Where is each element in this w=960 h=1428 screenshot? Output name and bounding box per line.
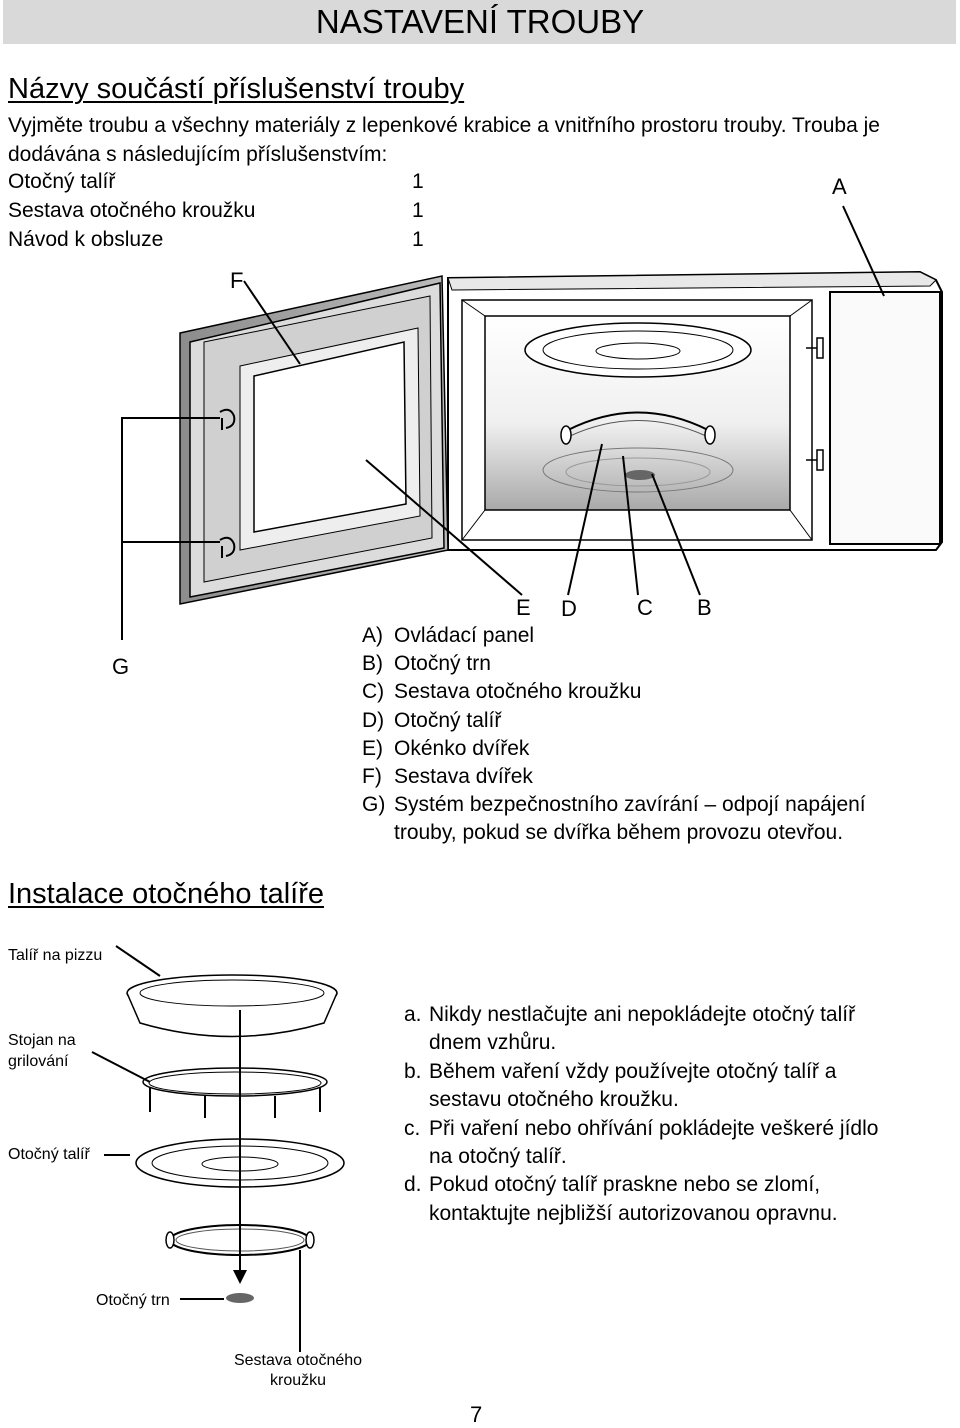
accessory-row: Otočný talíř 1: [0, 167, 500, 196]
label-spindle: Otočný trn: [96, 1292, 170, 1309]
turntable-leader-lines: [91, 945, 301, 1352]
note-text: na otočný talíř.: [429, 1145, 567, 1169]
diagram-label-a: A: [832, 174, 847, 199]
legend-text: Systém bezpečnostního zavírání – odpojí …: [394, 793, 866, 817]
note-item: b. Během vaření vždy používejte otočný ta…: [404, 1058, 878, 1086]
label-pizza-plate: Talíř na pizzu: [8, 947, 103, 964]
section-heading-turntable: Instalace otočného talíře: [8, 878, 324, 910]
legend-text: Sestava otočného kroužku: [394, 680, 642, 704]
note-text: dnem vzhůru.: [429, 1031, 557, 1055]
door-hooks: [219, 408, 236, 558]
assembly-arrow: [233, 1010, 247, 1284]
note-key: c.: [404, 1116, 421, 1140]
turntable-notes: a. Nikdy nestlačujte ani nepokládejte oto…: [404, 1001, 878, 1228]
note-text: Při vaření nebo ohřívání pokládejte vešk…: [429, 1116, 879, 1140]
legend-key: C): [362, 680, 385, 704]
note-text: kontaktujte nejbližší autorizovanou opra…: [429, 1201, 838, 1225]
label-grill-stand-line1: Stojan na: [8, 1032, 76, 1049]
legend-item: E) Okénko dvířek: [362, 735, 866, 763]
diagram-label-d: D: [561, 596, 577, 621]
spindle: [226, 1293, 254, 1303]
intro-line-1: Vyjměte troubu a všechny materiály z lep…: [8, 114, 880, 137]
legend-key: G): [362, 793, 386, 817]
note-item-continuation: kontaktujte nejbližší autorizovanou opra…: [404, 1200, 878, 1228]
parts-legend: A) Ovládací panel B) Otočný trn C) Sestava …: [362, 622, 866, 848]
legend-item: C) Sestava otočného kroužku: [362, 678, 866, 706]
legend-key: F): [362, 765, 382, 789]
legend-text: Ovládací panel: [394, 624, 535, 647]
accessory-qty: 1: [412, 228, 424, 251]
cavity-floor: [542, 447, 734, 493]
diagram-label-f: F: [230, 268, 244, 293]
control-panel: [829, 291, 941, 545]
diagram-label-b: B: [697, 595, 712, 620]
note-item: d. Pokud otočný talíř praskne nebo se zlo…: [404, 1171, 878, 1199]
diagram-label-c: C: [637, 595, 653, 620]
label-grill-stand-line2: grilování: [8, 1053, 69, 1070]
note-item-continuation: sestavu otočného kroužku.: [404, 1086, 878, 1114]
accessory-qty: 1: [412, 170, 424, 193]
turntable-plate: [524, 322, 752, 378]
page-title: NASTAVENÍ TROUBY: [315, 3, 645, 40]
legend-key: B): [362, 652, 383, 676]
note-key: d.: [404, 1173, 422, 1197]
roller-ring: [560, 411, 716, 445]
label-turntable: Otočný talíř: [8, 1146, 90, 1163]
accessory-row: Sestava otočného kroužku 1: [0, 196, 500, 225]
grill-stand: [142, 1067, 328, 1118]
note-item: a. Nikdy nestlačujte ani nepokládejte oto…: [404, 1001, 878, 1029]
accessory-name: Otočný talíř: [8, 170, 116, 193]
legend-key: E): [362, 736, 383, 760]
note-item-continuation: na otočný talíř.: [404, 1143, 878, 1171]
legend-item: G) Systém bezpečnostního zavírání – odpoj…: [362, 791, 866, 819]
section-heading-accessories: Názvy součástí příslušenství trouby: [8, 73, 465, 105]
accessory-name: Návod k obsluze: [8, 228, 164, 251]
diagram-label-e: E: [516, 595, 531, 620]
legend-text: trouby, pokud se dvířka během provozu ot…: [394, 821, 844, 845]
legend-key: A): [362, 624, 383, 647]
note-item: c. Při vaření nebo ohřívání pokládejte ve…: [404, 1115, 878, 1143]
legend-text: Sestava dvířek: [394, 765, 533, 789]
legend-text: Otočný talíř: [394, 708, 502, 732]
pizza-plate: [126, 974, 338, 1038]
note-text: Během vaření vždy používejte otočný talí…: [429, 1059, 837, 1083]
leader-lines: [121, 205, 885, 640]
diagram-label-g: G: [112, 654, 130, 679]
legend-item: A) Ovládací panel: [362, 622, 866, 650]
legend-item-continuation: trouby, pokud se dvířka během provozu ot…: [362, 819, 866, 847]
note-text: sestavu otočného kroužku.: [429, 1088, 679, 1112]
latch-holes: [806, 337, 824, 471]
accessory-row: Návod k obsluze 1: [0, 225, 500, 254]
accessory-qty: 1: [412, 199, 424, 222]
legend-text: Otočný trn: [394, 652, 491, 676]
page-number: 7: [470, 1402, 483, 1427]
note-key: b.: [404, 1059, 422, 1083]
note-text: Pokud otočný talíř praskne nebo se zlomí…: [429, 1173, 821, 1197]
legend-text: Okénko dvířek: [394, 736, 530, 760]
legend-item: B) Otočný trn: [362, 650, 866, 678]
header-banner: [3, 0, 956, 44]
label-ring-line1: Sestava otočného: [233, 1352, 363, 1369]
oven-door: [179, 275, 449, 605]
legend-key: D): [362, 708, 385, 732]
label-ring-line2: kroužku: [269, 1372, 327, 1389]
accessory-name: Sestava otočného kroužku: [8, 199, 256, 222]
note-key: a.: [404, 1003, 422, 1026]
legend-item: D) Otočný talíř: [362, 707, 866, 735]
note-item-continuation: dnem vzhůru.: [404, 1029, 878, 1057]
note-text: Nikdy nestlačujte ani nepokládejte otočn…: [429, 1003, 856, 1026]
intro-line-2: dodávána s následujícím příslušenstvím:: [8, 143, 388, 166]
legend-item: F) Sestava dvířek: [362, 763, 866, 791]
